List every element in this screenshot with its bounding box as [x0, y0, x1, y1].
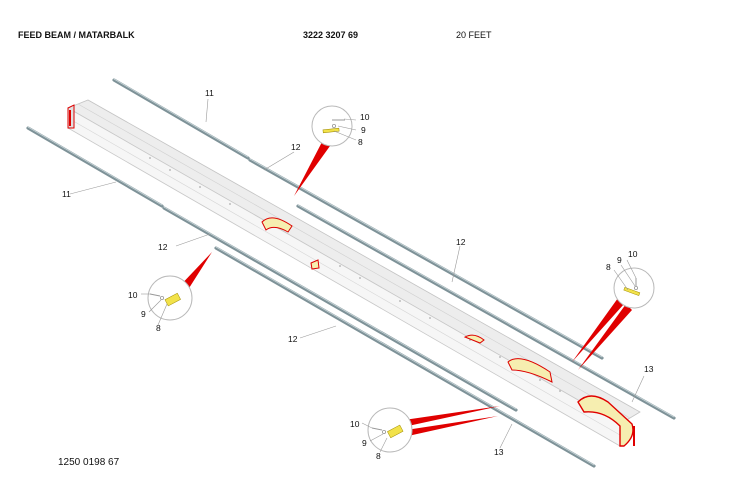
- screw-icon: [149, 293, 161, 297]
- slide-plate: [261, 217, 293, 233]
- callout-9: 9: [141, 309, 146, 319]
- callout-8: 8: [376, 451, 381, 461]
- beam-inner-edge: [67, 117, 621, 436]
- callout-8: 8: [156, 323, 161, 333]
- beam-bolt-holes: [149, 157, 561, 392]
- pin-icon: [387, 424, 404, 439]
- beam-top-face: [67, 99, 641, 425]
- detail-right: [613, 267, 655, 309]
- pointer-detail-bottom: [406, 416, 498, 436]
- part-number: 3222 3207 69: [303, 30, 359, 40]
- callout-9: 9: [361, 125, 366, 135]
- callout-8: 8: [606, 262, 611, 272]
- pointer-detail-bottom: [404, 406, 500, 426]
- leader-lines: [69, 98, 645, 453]
- rail-highlight: [215, 246, 595, 466]
- washer-icon: [159, 295, 164, 300]
- detail-left: [147, 275, 193, 321]
- slide-plate: [507, 358, 553, 383]
- beam-front-cradle: [577, 395, 634, 447]
- washer-icon: [331, 124, 336, 129]
- rail-highlight: [113, 78, 249, 158]
- pointer-detail-top: [294, 142, 330, 196]
- drawing-title: FEED BEAM / MATARBALK: [18, 30, 135, 40]
- screw-icon: [371, 427, 383, 431]
- callout-11: 11: [62, 189, 71, 199]
- beam-size: 20 FEET: [456, 30, 492, 40]
- callout-11: 11: [205, 88, 214, 98]
- callout-10: 10: [128, 290, 138, 300]
- slide-plate: [463, 334, 485, 344]
- detail-pointers: [176, 142, 632, 436]
- document-number: 1250 0198 67: [58, 457, 120, 468]
- rail-11-upper: [112, 78, 250, 160]
- rail-12-lower: [162, 206, 518, 412]
- washer-icon: [634, 285, 639, 290]
- rails: [26, 78, 676, 468]
- callout-13: 13: [494, 447, 504, 457]
- rail-13-lower: [214, 246, 596, 468]
- pin-icon: [322, 127, 340, 134]
- callout-10: 10: [628, 249, 638, 259]
- pointer-detail-right: [572, 298, 624, 362]
- callout-10: 10: [360, 112, 370, 122]
- rail-highlight: [249, 158, 603, 358]
- washer-icon: [381, 429, 386, 434]
- rail-12-mid: [296, 204, 676, 420]
- rail-highlight: [297, 204, 675, 418]
- callout-9: 9: [617, 255, 622, 265]
- beam-side-face: [67, 107, 621, 447]
- rail-12-upper: [248, 158, 604, 360]
- rail-11-lower: [26, 126, 164, 208]
- feed-beam: [67, 99, 641, 447]
- rail-highlight: [163, 206, 517, 410]
- rail-highlight: [27, 126, 163, 206]
- callout-12: 12: [158, 242, 168, 252]
- callout-12: 12: [288, 334, 298, 344]
- pointer-detail-right: [578, 304, 632, 370]
- callout-12: 12: [456, 237, 466, 247]
- callout-13: 13: [644, 364, 654, 374]
- pin-icon: [164, 292, 181, 307]
- callout-9: 9: [362, 438, 367, 448]
- detail-top: [311, 105, 353, 147]
- callout-12: 12: [291, 142, 301, 152]
- callout-labels: 11 11 12 12 12 12 13 13 10 9 8 10 9 8 10…: [62, 88, 654, 461]
- callout-8: 8: [358, 137, 363, 147]
- callout-10: 10: [350, 419, 360, 429]
- detail-bottom: [367, 407, 413, 453]
- slide-plate: [310, 259, 320, 270]
